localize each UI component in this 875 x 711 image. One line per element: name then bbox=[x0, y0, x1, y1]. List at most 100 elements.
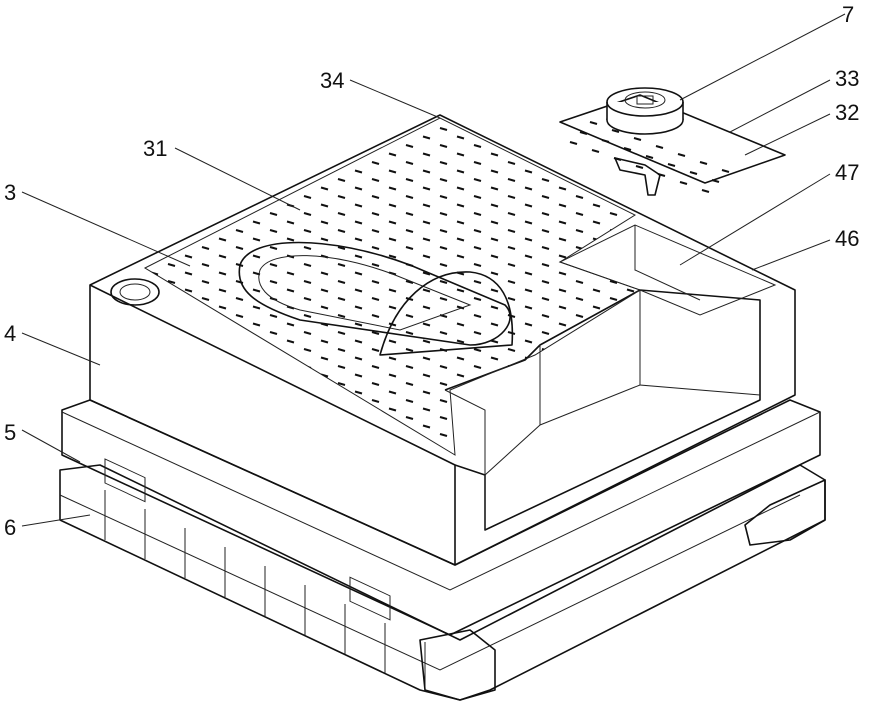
plate-hole bbox=[508, 383, 515, 385]
plate-hole bbox=[491, 205, 498, 207]
plate-hole bbox=[508, 349, 515, 351]
plate-hole bbox=[542, 281, 549, 283]
plate-hole bbox=[355, 409, 362, 411]
plate-hole bbox=[372, 315, 379, 317]
cover-hole bbox=[646, 156, 653, 158]
plate-hole bbox=[372, 349, 379, 351]
plate-hole bbox=[406, 315, 413, 317]
plate-hole bbox=[134, 315, 141, 317]
plate-hole bbox=[321, 358, 328, 360]
plate-hole bbox=[440, 400, 447, 402]
plate-hole bbox=[780, 298, 787, 300]
plate-hole bbox=[440, 196, 447, 198]
plate-hole bbox=[440, 383, 447, 385]
plate-hole bbox=[389, 205, 396, 207]
plate-hole bbox=[236, 349, 243, 351]
plate-hole bbox=[355, 375, 362, 377]
plate-hole bbox=[525, 409, 532, 411]
plate-hole bbox=[712, 315, 719, 317]
plate-hole bbox=[525, 171, 532, 173]
plate-hole bbox=[406, 417, 413, 419]
plate-hole bbox=[219, 290, 226, 292]
plate-hole bbox=[610, 264, 617, 266]
plate-hole bbox=[610, 315, 617, 317]
plate-hole bbox=[542, 213, 549, 215]
plate-hole bbox=[202, 349, 209, 351]
plate-hole bbox=[287, 290, 294, 292]
plate-hole bbox=[321, 307, 328, 309]
plate-hole bbox=[525, 392, 532, 394]
plate-hole bbox=[678, 298, 685, 300]
plate-hole bbox=[542, 196, 549, 198]
plate-hole bbox=[423, 409, 430, 411]
plate-hole bbox=[457, 341, 464, 343]
plate-hole bbox=[338, 230, 345, 232]
plate-hole bbox=[355, 290, 362, 292]
cover-hole bbox=[570, 142, 577, 144]
plate-hole bbox=[474, 349, 481, 351]
plate-hole bbox=[185, 307, 192, 309]
plate-hole bbox=[508, 230, 515, 232]
plate-hole bbox=[559, 290, 566, 292]
plate-hole bbox=[593, 205, 600, 207]
plate-hole bbox=[508, 400, 515, 402]
plate-hole bbox=[338, 264, 345, 266]
plate-hole bbox=[389, 341, 396, 343]
plate-hole bbox=[491, 324, 498, 326]
plate-hole bbox=[100, 298, 107, 300]
plate-hole bbox=[270, 213, 277, 215]
plate-hole bbox=[474, 434, 481, 436]
plate-hole bbox=[491, 375, 498, 377]
plate-hole bbox=[372, 264, 379, 266]
plate-hole bbox=[729, 341, 736, 343]
plate-hole bbox=[355, 188, 362, 190]
plate-hole bbox=[372, 332, 379, 334]
plate-hole bbox=[389, 426, 396, 428]
plate-hole bbox=[304, 349, 311, 351]
plate-hole bbox=[287, 239, 294, 241]
plate-hole bbox=[627, 290, 634, 292]
plate-hole bbox=[457, 443, 464, 445]
plate-hole bbox=[219, 375, 226, 377]
plate-hole bbox=[457, 290, 464, 292]
plate-hole bbox=[440, 213, 447, 215]
plate-hole bbox=[491, 239, 498, 241]
plate-hole bbox=[406, 230, 413, 232]
plate-hole bbox=[559, 375, 566, 377]
plate-hole bbox=[542, 264, 549, 266]
plate-hole bbox=[763, 324, 770, 326]
plate-hole bbox=[389, 460, 396, 462]
plate-hole bbox=[389, 307, 396, 309]
plate-hole bbox=[678, 247, 685, 249]
plate-hole bbox=[389, 154, 396, 156]
plate-hole bbox=[168, 332, 175, 334]
plate-hole bbox=[474, 213, 481, 215]
plate-hole bbox=[270, 349, 277, 351]
plate-hole bbox=[763, 307, 770, 309]
plate-hole bbox=[202, 332, 209, 334]
foot-front bbox=[420, 630, 495, 700]
plate-hole bbox=[389, 222, 396, 224]
plate-hole bbox=[372, 179, 379, 181]
bottom-tray-6 bbox=[60, 465, 825, 700]
plate-hole bbox=[627, 273, 634, 275]
plate-hole bbox=[423, 324, 430, 326]
plate-hole bbox=[202, 366, 209, 368]
plate-hole bbox=[457, 324, 464, 326]
plate-hole bbox=[457, 205, 464, 207]
plate-hole bbox=[627, 341, 634, 343]
plate-hole bbox=[576, 281, 583, 283]
plate-hole bbox=[525, 290, 532, 292]
label-32: 32 bbox=[835, 100, 859, 125]
plate-hole bbox=[321, 239, 328, 241]
plate-hole bbox=[474, 315, 481, 317]
plate-hole bbox=[219, 307, 226, 309]
plate-hole bbox=[678, 315, 685, 317]
plate-hole bbox=[627, 392, 634, 394]
plate-hole bbox=[270, 332, 277, 334]
plate-hole bbox=[457, 375, 464, 377]
plate-hole bbox=[168, 315, 175, 317]
plate-hole bbox=[440, 128, 447, 130]
plate-hole bbox=[423, 171, 430, 173]
